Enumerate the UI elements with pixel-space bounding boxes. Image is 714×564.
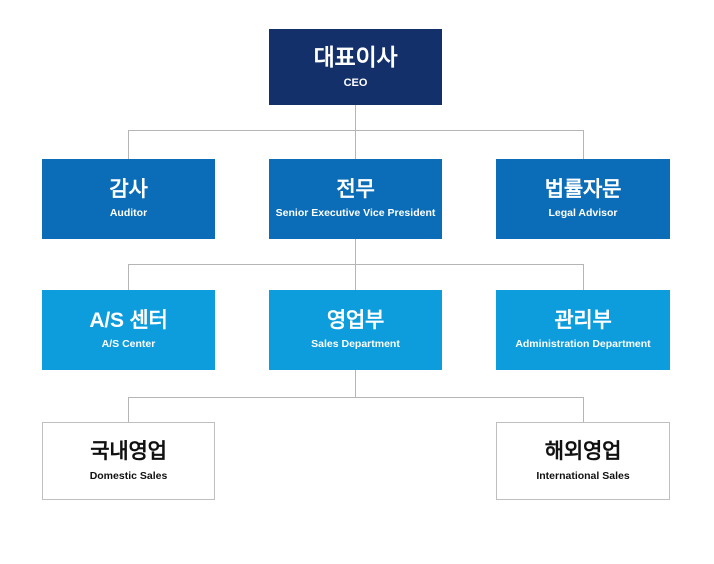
connector-level2-branch-auditor [128, 130, 129, 159]
org-node-legal-advisor-title-ko: 법률자문 [544, 178, 622, 202]
org-node-international-sales[interactable]: 해외영업 International Sales [496, 422, 670, 500]
org-node-sevp-title-en: Senior Executive Vice President [275, 207, 436, 220]
connector-level3-branch-as-center [128, 264, 129, 290]
org-node-domestic-sales-title-en: Domestic Sales [89, 469, 168, 482]
org-node-ceo[interactable]: 대표이사 CEO [269, 29, 442, 105]
connector-sevp-dropline [355, 239, 356, 264]
org-node-auditor-title-en: Auditor [109, 207, 148, 220]
connector-level2-branch-sevp [355, 130, 356, 159]
connector-level2-branch-legal [583, 130, 584, 159]
org-node-ceo-title-ko: 대표이사 [313, 43, 398, 70]
org-node-as-center[interactable]: A/S 센터 A/S Center [42, 290, 215, 370]
org-node-sevp[interactable]: 전무 Senior Executive Vice President [269, 159, 442, 239]
org-node-administration-department-title-ko: 관리부 [554, 309, 612, 333]
org-node-ceo-title-en: CEO [343, 77, 368, 90]
connector-level3-branch-admin [583, 264, 584, 290]
org-node-sevp-title-ko: 전무 [336, 178, 375, 202]
org-node-domestic-sales-title-ko: 국내영업 [90, 439, 167, 463]
connector-level3-branch-sales [355, 264, 356, 290]
org-node-as-center-title-en: A/S Center [101, 338, 156, 351]
org-node-sales-department-title-ko: 영업부 [326, 309, 385, 333]
org-node-legal-advisor[interactable]: 법률자문 Legal Advisor [496, 159, 670, 239]
org-node-sales-department-title-en: Sales Department [311, 338, 400, 351]
org-node-administration-department-title-en: Administration Department [515, 338, 651, 351]
org-node-sales-department[interactable]: 영업부 Sales Department [269, 290, 442, 370]
org-node-international-sales-title-en: International Sales [536, 469, 630, 482]
connector-level4-branch-international [583, 397, 584, 422]
org-node-auditor[interactable]: 감사 Auditor [42, 159, 215, 239]
connector-ceo-dropline [355, 105, 356, 130]
org-node-domestic-sales[interactable]: 국내영업 Domestic Sales [42, 422, 215, 500]
connector-level4-bus [128, 397, 583, 398]
org-node-administration-department[interactable]: 관리부 Administration Department [496, 290, 670, 370]
connector-level4-branch-domestic [128, 397, 129, 422]
connector-sales-dropline [355, 370, 356, 397]
org-node-international-sales-title-ko: 해외영업 [544, 439, 622, 463]
org-node-legal-advisor-title-en: Legal Advisor [548, 207, 618, 220]
org-node-auditor-title-ko: 감사 [109, 178, 148, 202]
org-node-as-center-title-ko: A/S 센터 [89, 309, 168, 333]
